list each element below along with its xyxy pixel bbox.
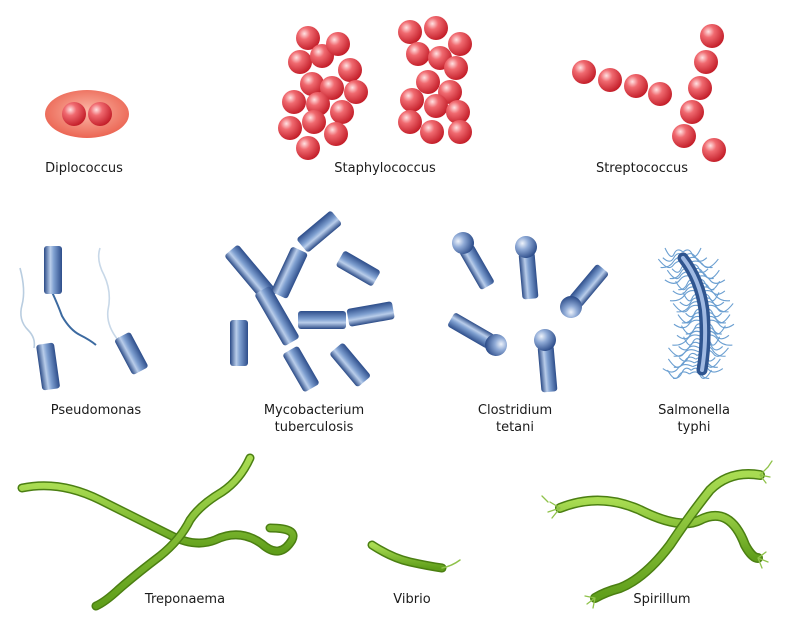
salmonella-illustration — [657, 247, 735, 379]
staphylococcus-cell — [446, 100, 470, 124]
label-mycobacterium: Mycobacterium tuberculosis — [264, 402, 364, 436]
label-diplococcus: Diplococcus — [45, 160, 123, 177]
label-streptococcus-text: Streptococcus — [595, 161, 689, 176]
staphylococcus-cell — [398, 110, 422, 134]
streptococcus-cell — [680, 100, 704, 124]
label-staphylococcus: Staphylococcus — [334, 160, 435, 177]
staphylococcus-cell — [300, 72, 324, 96]
staphylococcus-cell — [282, 90, 306, 114]
label-diplococcus-text: Diplococcus — [45, 161, 123, 176]
vibrio-illustration — [367, 540, 461, 573]
staphylococcus-cell — [400, 88, 424, 112]
streptococcus-cell — [572, 60, 596, 84]
streptococcus-cell — [688, 76, 712, 100]
staphylococcus-cell — [420, 120, 444, 144]
label-clostridium-line1: Clostridium — [477, 403, 553, 418]
label-streptococcus: Streptococcus — [596, 160, 688, 177]
salmonella-flagellum — [673, 319, 705, 329]
clostridium-illustration — [448, 232, 609, 393]
streptococcus-cell — [648, 82, 672, 106]
spirillum-illustration — [541, 460, 773, 609]
label-pseudomonas-text: Pseudomonas — [50, 403, 142, 418]
label-treponaema: Treponaema — [145, 591, 225, 608]
streptococcus-cell — [694, 50, 718, 74]
label-pseudomonas: Pseudomonas — [51, 402, 141, 419]
label-clostridium-line2: tetani — [495, 420, 534, 435]
staphylococcus-cell — [344, 80, 368, 104]
salmonella-flagellum — [680, 325, 704, 335]
salmonella-flagellum — [672, 334, 703, 346]
label-spirillum-text: Spirillum — [633, 592, 691, 607]
streptococcus-cell — [702, 138, 726, 162]
streptococcus-cell — [598, 68, 622, 92]
treponaema-illustration — [17, 453, 298, 611]
staphylococcus-cell — [424, 94, 448, 118]
staphylococcus-cell — [448, 120, 472, 144]
label-mycobacterium-line2: tuberculosis — [274, 420, 354, 435]
staphylococcus-cell — [338, 58, 362, 82]
diplococcus-illustration — [45, 90, 129, 138]
staphylococcus-cell — [448, 32, 472, 56]
label-vibrio-text: Vibrio — [393, 592, 431, 607]
staphylococcus-cell — [302, 110, 326, 134]
streptococcus-cell — [700, 24, 724, 48]
staphylococcus-cell — [278, 116, 302, 140]
label-salmonella-line2: typhi — [677, 420, 711, 435]
label-salmonella-line1: Salmonella — [658, 403, 730, 418]
staphylococcus-cell — [444, 56, 468, 80]
label-spirillum: Spirillum — [633, 591, 690, 608]
label-mycobacterium-line1: Mycobacterium — [263, 403, 365, 418]
staphylococcus-cell — [306, 92, 330, 116]
staphylococcus-cell — [424, 16, 448, 40]
label-salmonella: Salmonella typhi — [658, 402, 730, 436]
salmonella-flagellum — [688, 258, 719, 269]
staphylococcus-cell — [330, 100, 354, 124]
staphylococcus-cell — [296, 136, 320, 160]
streptococcus-illustration — [572, 24, 726, 162]
label-vibrio: Vibrio — [393, 591, 430, 608]
label-treponaema-text: Treponaema — [144, 592, 226, 607]
staphylococcus-cell — [288, 50, 312, 74]
staphylococcus-cell — [320, 76, 344, 100]
staphylococcus-cell — [296, 26, 320, 50]
label-staphylococcus-text: Staphylococcus — [334, 161, 436, 176]
salmonella-flagellum — [676, 330, 704, 340]
staphylococcus-cell — [406, 42, 430, 66]
label-clostridium: Clostridium tetani — [478, 402, 552, 436]
salmonella-flagellum — [664, 247, 684, 257]
streptococcus-cell — [624, 74, 648, 98]
pseudomonas-illustration — [19, 246, 148, 391]
staphylococcus-cell — [416, 70, 440, 94]
salmonella-flagellum — [668, 347, 699, 357]
streptococcus-cell — [672, 124, 696, 148]
mycobacterium-illustration — [225, 211, 395, 392]
staphylococcus-cell — [326, 32, 350, 56]
salmonella-flagellum — [694, 275, 726, 284]
salmonella-flagellum — [667, 369, 690, 379]
staphylococcus-cell — [398, 20, 422, 44]
salmonella-flagellum — [689, 369, 712, 379]
staphylococcus-cell — [324, 122, 348, 146]
staphylococcus-illustration — [278, 16, 472, 160]
